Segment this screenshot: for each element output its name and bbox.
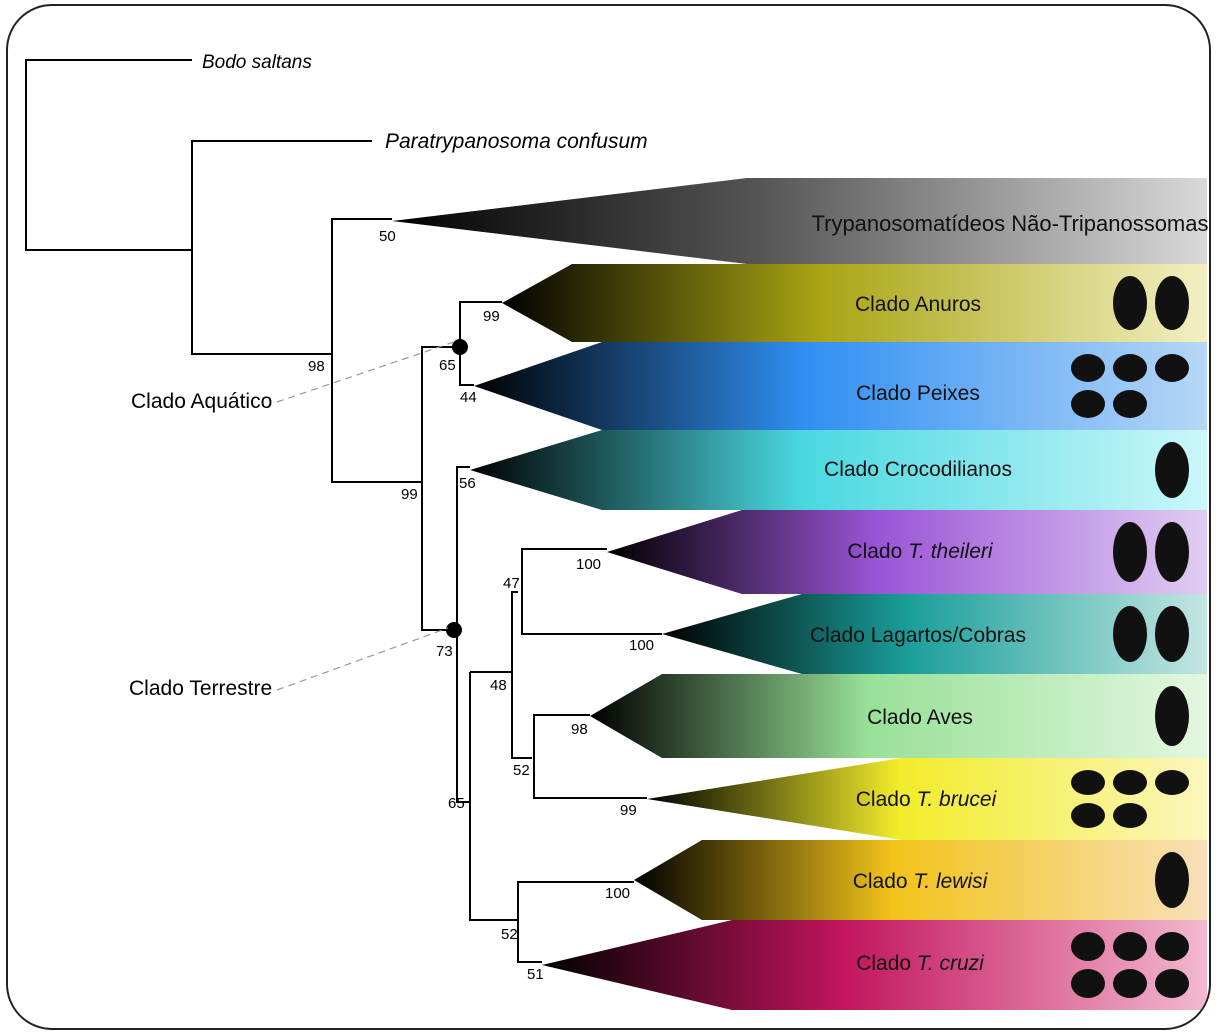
support-label: 48 — [490, 677, 507, 694]
clade-label-cruzi: Clado T. cruzi — [856, 952, 985, 975]
armadillo-icon — [1113, 932, 1147, 961]
support-label: 65 — [448, 795, 465, 812]
branch-para-split — [192, 141, 372, 354]
human-icon — [1071, 932, 1105, 961]
cow-icon — [1113, 522, 1147, 582]
clade-label-text: Trypanosomatídeos Não-Tripanossomas — [812, 211, 1209, 236]
donkey-icon — [1113, 770, 1147, 795]
support-label: 52 — [501, 926, 518, 943]
support-label: 99 — [620, 802, 637, 819]
support-label: 50 — [379, 228, 396, 245]
support-label: 98 — [308, 358, 325, 375]
lizard-icon — [1155, 606, 1189, 662]
clade-label-species: T. lewisi — [913, 870, 988, 893]
dog-icon — [1113, 969, 1147, 998]
turtle-icon — [1155, 354, 1189, 382]
rat-icon — [1155, 852, 1189, 908]
clade-label-text: Clado — [856, 952, 917, 975]
clade-label-lagartos: Clado Lagartos/Cobras — [810, 624, 1026, 647]
pig-icon — [1071, 803, 1105, 828]
terrestrial-node-marker — [446, 622, 462, 638]
crocodile-icon — [1155, 442, 1189, 498]
bat-icon — [1155, 932, 1189, 961]
clade-label-lewisi: Clado T. lewisi — [853, 870, 989, 893]
clade-label-species: T. brucei — [916, 788, 997, 811]
clade-label-species: T. cruzi — [917, 952, 985, 975]
opossum-icon — [1155, 969, 1189, 998]
aquatic-clade-label: Clado Aquático — [131, 390, 272, 413]
clade-layer: Trypanosomatídeos Não-TripanossomasClado… — [392, 178, 1209, 1010]
bird-icon — [1155, 686, 1189, 746]
support-label: 100 — [629, 637, 654, 654]
clade-label-text: Clado Lagartos/Cobras — [810, 624, 1026, 647]
support-label: 100 — [605, 885, 630, 902]
clade-label-species: T. theileri — [908, 540, 994, 563]
clade-label-anuros: Clado Anuros — [855, 293, 981, 316]
branch-ingroup — [332, 219, 422, 482]
support-label: 56 — [459, 475, 476, 492]
cow-icon — [1113, 803, 1147, 828]
support-label: 44 — [460, 389, 477, 406]
clade-label-text: Clado — [853, 870, 914, 893]
support-label: 51 — [527, 966, 544, 983]
branch-terrestrial-lower — [470, 672, 518, 920]
aquatic-connector — [277, 342, 454, 402]
clade-label-crocodilianos: Clado Crocodilianos — [824, 458, 1012, 481]
clade-wedge-peixes — [474, 342, 1207, 430]
terrestrial-clade-label: Clado Terrestre — [129, 677, 272, 700]
support-label: 73 — [436, 643, 453, 660]
clade-label-peixes: Clado Peixes — [856, 382, 980, 405]
human-icon — [1155, 770, 1189, 795]
clade-label-text: Clado Aves — [867, 706, 973, 729]
clade-label-text: Clado Peixes — [856, 382, 980, 405]
tree-branches — [26, 60, 662, 962]
crocodile-icon — [1113, 390, 1147, 418]
support-label: 98 — [571, 721, 588, 738]
support-label: 52 — [513, 762, 530, 779]
clade-label-text: Clado — [856, 788, 917, 811]
branch-root — [26, 60, 192, 250]
clade-label-theileri: Clado T. theileri — [847, 540, 993, 563]
clade-label-brucei: Clado T. brucei — [856, 788, 998, 811]
buffalo-icon — [1155, 522, 1189, 582]
clade-label-text: Clado Crocodilianos — [824, 458, 1012, 481]
clade-label-nontryp: Trypanosomatídeos Não-Tripanossomas — [812, 211, 1209, 236]
platypus-icon — [1113, 354, 1147, 382]
branch-main — [422, 347, 457, 630]
snake-icon — [1113, 606, 1147, 662]
taxon-bodo-saltans: Bodo saltans — [202, 52, 312, 73]
clade-label-aves: Clado Aves — [867, 706, 973, 729]
fish-icon — [1071, 390, 1105, 418]
taxon-paratrypanosoma: Paratrypanosoma confusum — [385, 130, 648, 153]
terrestrial-connector — [277, 628, 448, 690]
aquatic-node-marker — [452, 339, 468, 355]
support-label: 100 — [576, 556, 601, 573]
phylogenetic-tree: Trypanosomatídeos Não-TripanossomasClado… — [8, 6, 1211, 1030]
support-label: 65 — [439, 357, 456, 374]
frog-icon — [1113, 276, 1147, 330]
support-label: 99 — [483, 308, 500, 325]
fly-icon — [1071, 770, 1105, 795]
monkey-icon — [1071, 969, 1105, 998]
support-label: 47 — [503, 575, 520, 592]
support-label: 99 — [401, 486, 418, 503]
clade-label-text: Clado — [847, 540, 908, 563]
chameleon-icon — [1155, 276, 1189, 330]
clade-label-text: Clado Anuros — [855, 293, 981, 316]
gecko-icon — [1071, 354, 1105, 382]
